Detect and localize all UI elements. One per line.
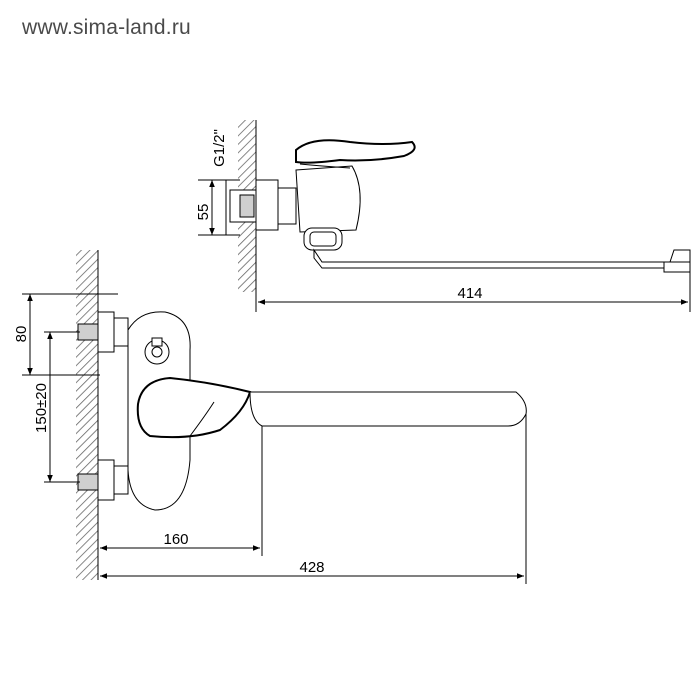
top-aerator xyxy=(663,261,691,273)
top-nut xyxy=(277,187,297,225)
front-handle xyxy=(136,376,252,439)
top-body xyxy=(295,165,361,233)
front-lower-nut xyxy=(113,465,129,495)
front-upper-flange xyxy=(97,311,115,353)
front-upper-nut xyxy=(113,317,129,347)
top-dim-spout-length: 414 xyxy=(457,285,482,302)
top-spout xyxy=(313,248,691,269)
front-dim-total-length: 428 xyxy=(299,559,324,576)
top-handle-lever xyxy=(295,139,416,164)
watermark-text: www.sima-land.ru xyxy=(22,16,191,39)
front-lower-fitting xyxy=(77,473,99,491)
front-view: 80 150±20 160 428 xyxy=(13,250,527,584)
front-dim-spacing: 150±20 xyxy=(33,383,50,433)
front-lower-flange xyxy=(97,459,115,501)
top-thread-label: G1/2" xyxy=(211,129,228,167)
top-view: 55 G1/2" 414 xyxy=(195,120,691,312)
front-spout xyxy=(249,391,527,427)
front-dim-body-length: 160 xyxy=(163,531,188,548)
top-dim-height: 55 xyxy=(195,204,212,221)
front-dim-height: 80 xyxy=(13,326,30,343)
front-wall-hatch xyxy=(76,250,98,580)
top-connector xyxy=(255,179,279,231)
top-thread-insert xyxy=(239,194,255,218)
front-upper-fitting xyxy=(77,323,99,341)
